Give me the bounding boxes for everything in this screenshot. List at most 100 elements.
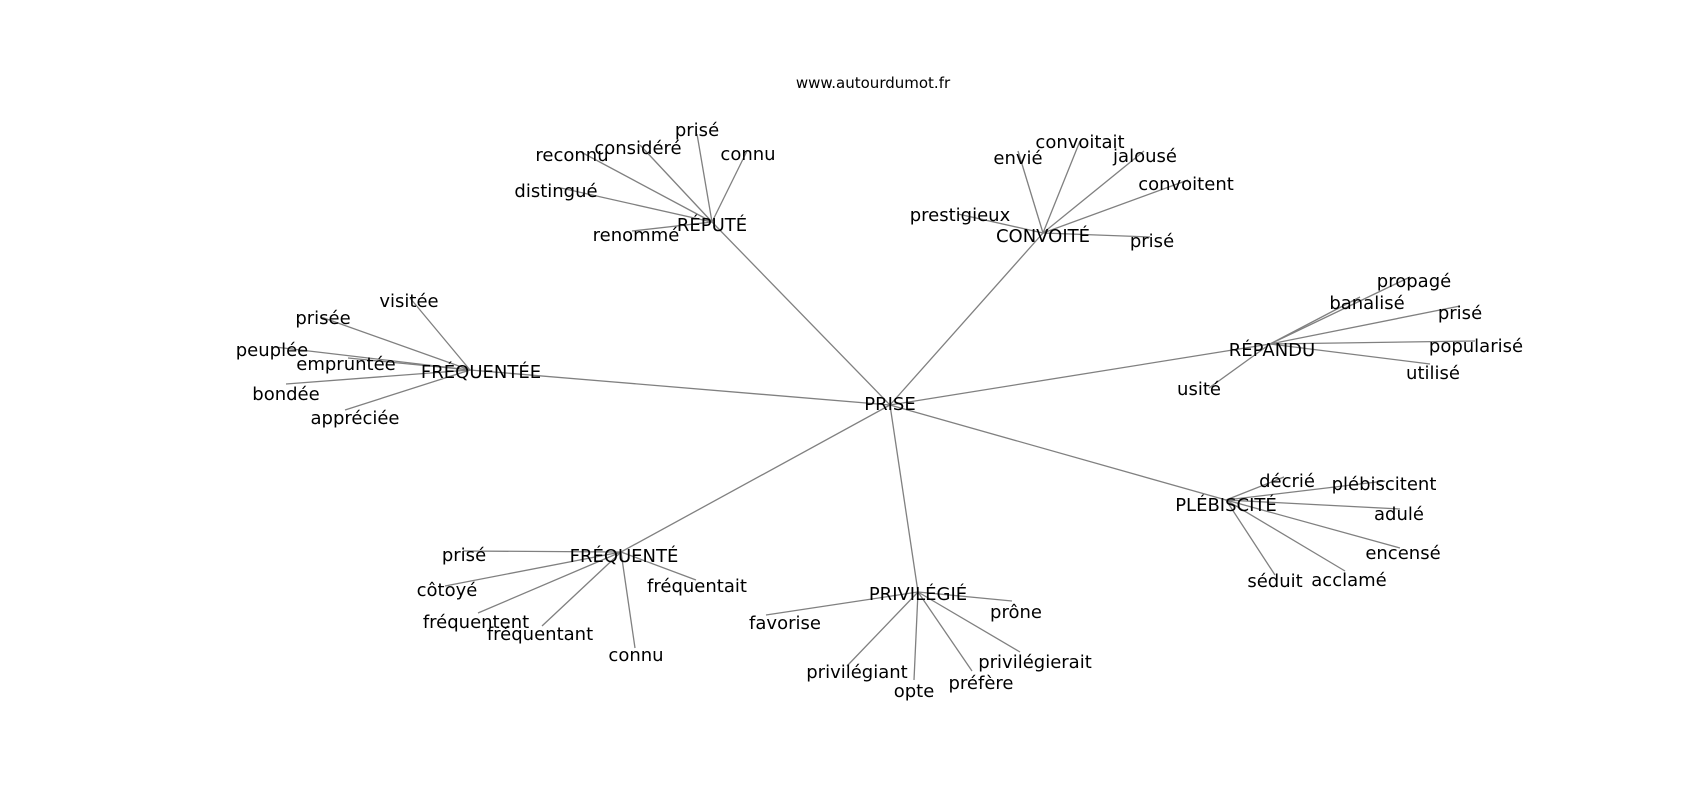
leaf-node: encensé <box>1365 543 1440 564</box>
edge-hub-5-leaf-0 <box>462 550 622 553</box>
edge-hub-1-leaf-0 <box>1042 140 1081 234</box>
edge-hub-6-leaf-0 <box>765 591 919 616</box>
edge-hub-3-leaf-4 <box>285 369 471 385</box>
edge-hub-5-leaf-1 <box>444 551 622 587</box>
leaf-node: fréquentant <box>487 624 593 645</box>
leaf-node: propagé <box>1377 271 1451 292</box>
edge-hub-0-leaf-0 <box>696 133 713 223</box>
edge-hub-6-leaf-4 <box>917 591 973 672</box>
hub-node: FRÉQUENTÉ <box>570 545 679 567</box>
edge-hub-3-leaf-5 <box>344 369 471 411</box>
leaf-node: prisé <box>1438 303 1482 324</box>
leaf-node: peuplée <box>236 340 308 361</box>
leaf-node: prisé <box>675 120 719 141</box>
leaf-node: distingué <box>514 181 597 202</box>
edge-center-to-hub-0 <box>711 221 891 406</box>
leaf-node: favorise <box>749 613 821 634</box>
edge-hub-6-leaf-3 <box>913 591 919 681</box>
leaf-node: appréciée <box>310 408 399 429</box>
edge-hub-4-leaf-4 <box>1225 499 1346 572</box>
edge-center-to-hub-5 <box>620 404 891 553</box>
center-node: PRISE <box>864 394 915 415</box>
leaf-node: usité <box>1177 379 1221 400</box>
edge-hub-4-leaf-5 <box>1225 499 1276 576</box>
edge-center-to-hub-1 <box>889 232 1044 406</box>
hub-node: PRIVILÉGIÉ <box>869 583 967 605</box>
edge-hub-1-leaf-3 <box>1042 179 1189 234</box>
edge-hub-1-leaf-2 <box>1042 150 1145 234</box>
hub-node: RÉPUTÉ <box>677 214 747 236</box>
edge-hub-4-leaf-1 <box>1225 480 1386 501</box>
edge-hub-5-leaf-5 <box>620 551 697 581</box>
leaf-node: acclamé <box>1311 570 1386 591</box>
source-text: www.autourdumot.fr <box>796 74 951 92</box>
edge-hub-3-leaf-0 <box>409 297 471 371</box>
leaf-node: opte <box>894 681 935 702</box>
leaf-node: utilisé <box>1406 363 1460 384</box>
edge-hub-0-leaf-2 <box>580 151 713 223</box>
edge-center-to-hub-3 <box>469 369 891 406</box>
edge-hub-1-leaf-1 <box>1017 150 1044 234</box>
edge-hub-6-leaf-2 <box>846 591 919 667</box>
leaf-node: empruntée <box>296 354 395 375</box>
edge-hub-2-leaf-4 <box>1269 343 1431 365</box>
edge-hub-0-leaf-3 <box>711 150 748 223</box>
edge-hub-2-leaf-5 <box>1208 343 1271 389</box>
leaf-node: décrié <box>1259 471 1315 492</box>
leaf-node: prisé <box>442 545 486 566</box>
leaf-node: prisé <box>1130 231 1174 252</box>
edge-center-to-hub-6 <box>889 404 919 593</box>
leaf-node: renommé <box>593 225 680 246</box>
edge-hub-0-leaf-5 <box>631 221 713 232</box>
edge-hub-1-leaf-4 <box>957 213 1044 234</box>
leaf-node: connu <box>608 645 663 666</box>
leaf-node: jalousé <box>1112 146 1177 167</box>
hub-node: CONVOITÉ <box>996 225 1090 247</box>
edge-hub-2-leaf-3 <box>1269 340 1476 345</box>
edge-hub-6-leaf-1 <box>917 591 1013 602</box>
hub-node: PLÉBISCITÉ <box>1175 494 1277 516</box>
edge-hub-5-leaf-3 <box>541 551 622 627</box>
edge-hub-3-leaf-3 <box>347 357 471 371</box>
edge-hub-2-leaf-0 <box>1269 276 1411 345</box>
edge-hub-0-leaf-4 <box>560 187 713 223</box>
hub-node: FRÉQUENTÉE <box>421 361 541 383</box>
leaf-node: envié <box>993 148 1042 169</box>
leaf-node: visitée <box>379 291 438 312</box>
edge-hub-6-leaf-5 <box>917 591 1021 653</box>
edge-hub-2-leaf-2 <box>1269 305 1461 345</box>
leaf-node: convoitait <box>1035 132 1124 153</box>
edge-hub-2-leaf-1 <box>1269 296 1361 345</box>
edge-hub-1-leaf-5 <box>1042 232 1151 238</box>
leaf-node: prône <box>990 602 1042 623</box>
edge-hub-4-leaf-3 <box>1225 499 1401 549</box>
leaf-node: adulé <box>1374 504 1424 525</box>
leaf-node: bondée <box>252 384 319 405</box>
edge-hub-3-leaf-1 <box>320 316 471 371</box>
edge-hub-5-leaf-4 <box>620 551 636 649</box>
edge-hub-0-leaf-1 <box>639 144 713 223</box>
leaf-node: côtoyé <box>417 580 478 601</box>
leaf-node: privilégierait <box>978 652 1092 673</box>
edge-hub-4-leaf-0 <box>1225 476 1285 501</box>
leaf-node: privilégiant <box>806 662 907 683</box>
edge-center-to-hub-4 <box>889 404 1227 501</box>
leaf-node: banalisé <box>1329 293 1404 314</box>
edge-center-to-hub-2 <box>889 343 1271 406</box>
hub-node: RÉPANDU <box>1229 339 1315 361</box>
leaf-node: séduit <box>1247 571 1302 592</box>
leaf-node: fréquentait <box>647 576 747 597</box>
leaf-node: connu <box>720 144 775 165</box>
leaf-node: popularisé <box>1429 336 1523 357</box>
leaf-node: plébiscitent <box>1332 474 1437 495</box>
leaf-node: prestigieux <box>910 205 1011 226</box>
edge-hub-5-leaf-2 <box>477 551 622 614</box>
leaf-node: considéré <box>594 138 681 159</box>
leaf-node: prisée <box>295 308 350 329</box>
leaf-node: fréquentent <box>423 612 529 633</box>
edge-hub-4-leaf-2 <box>1225 499 1401 510</box>
graph-edges <box>274 133 1476 681</box>
leaf-node: convoitent <box>1138 174 1234 195</box>
leaf-node: reconnu <box>535 145 608 166</box>
